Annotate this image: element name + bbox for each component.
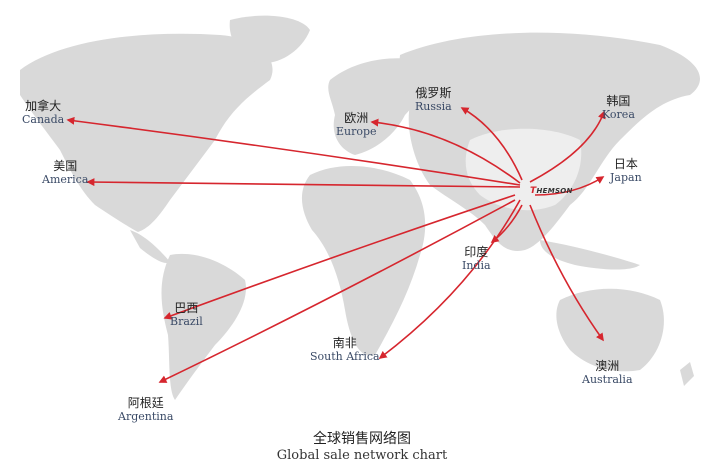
arrow-australia bbox=[529, 204, 604, 342]
arrow-korea bbox=[529, 110, 606, 183]
title-en: Global sale network chart bbox=[276, 448, 448, 463]
south-america bbox=[161, 253, 246, 400]
central-america bbox=[130, 230, 170, 264]
arrow-russia bbox=[460, 107, 523, 181]
arrow-canada bbox=[66, 116, 521, 186]
continents bbox=[20, 15, 700, 400]
arrow-brazil bbox=[163, 194, 516, 320]
africa bbox=[301, 165, 426, 356]
arrow-south-africa bbox=[378, 199, 521, 359]
chart-title: 全球销售网络图 Global sale network chart bbox=[0, 428, 724, 463]
china-highlight bbox=[465, 128, 582, 211]
arrow-europe bbox=[370, 118, 521, 184]
southeast-asia bbox=[540, 240, 640, 270]
north-america bbox=[20, 33, 273, 232]
arrow-argentina bbox=[158, 199, 516, 383]
greenland bbox=[229, 15, 310, 64]
arrow-america bbox=[86, 178, 521, 188]
route-arrows bbox=[66, 107, 606, 383]
arrow-japan bbox=[534, 176, 605, 196]
title-zh: 全球销售网络图 bbox=[313, 431, 411, 447]
europe bbox=[328, 58, 425, 155]
themson-logo: THEMSON bbox=[530, 186, 573, 196]
new-zealand bbox=[680, 362, 694, 386]
